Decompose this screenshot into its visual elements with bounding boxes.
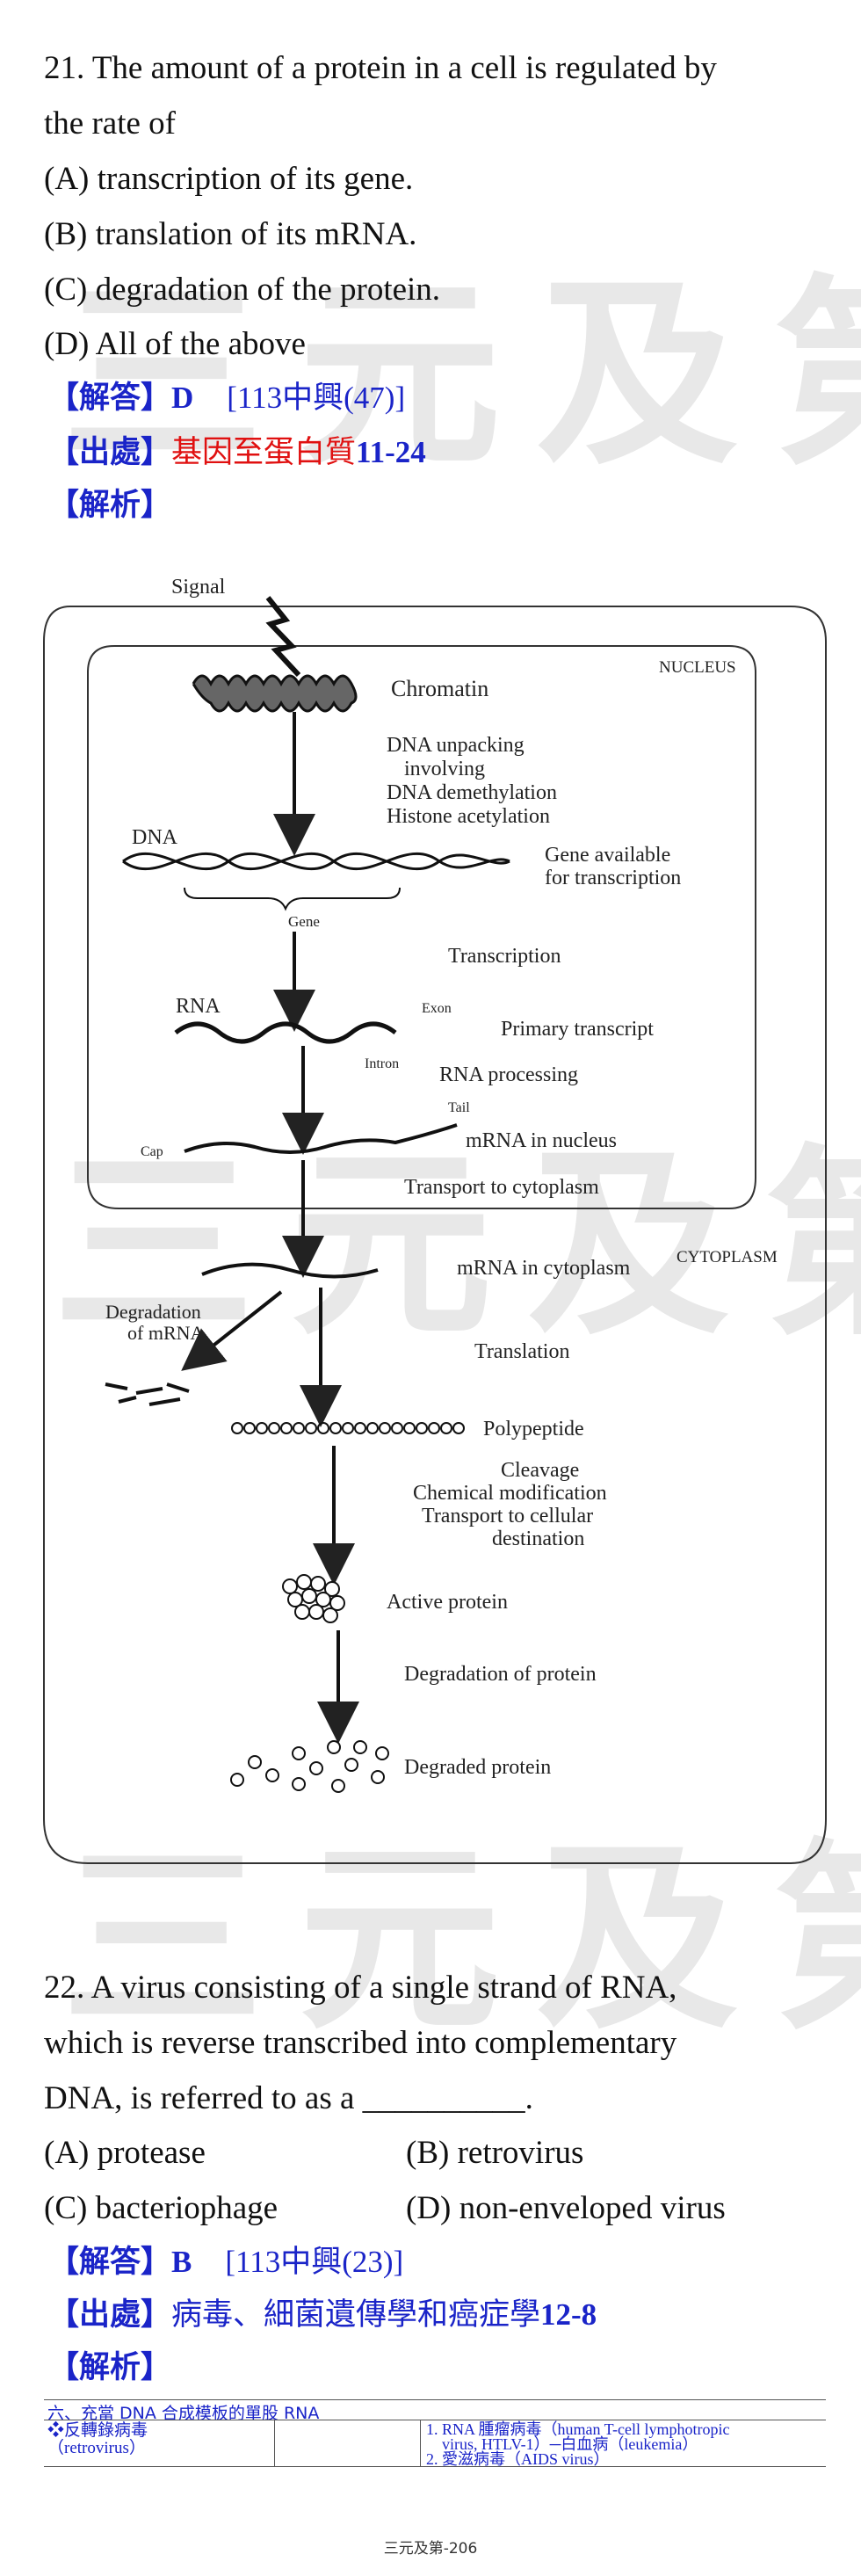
q22-answer: 【解答】B [113中興(23)] — [48, 2245, 403, 2280]
q21-answer-value: D — [171, 381, 194, 415]
q22-source-ref: 12-8 — [540, 2297, 597, 2332]
primary-transcript-icon — [174, 1021, 397, 1044]
q21-analysis-label: 【解析】 — [48, 488, 172, 523]
rna-label: RNA — [176, 995, 221, 1018]
q22-answer-ref: [113中興(23)] — [225, 2245, 404, 2279]
page-footer: 三元及第-206 — [383, 2540, 478, 2558]
tail-label: Tail — [448, 1100, 470, 1115]
virus-english: （retrovirus） — [47, 2439, 146, 2457]
degradation-mrna-1: Degradation — [105, 1301, 201, 1323]
cap-label: Cap — [141, 1144, 163, 1159]
arrow-degrade-mrna — [181, 1290, 283, 1371]
degradation-mrna-2: of mRNA — [127, 1322, 205, 1344]
signal-label: Signal — [171, 576, 226, 599]
cleavage-line-2: Chemical modification — [413, 1482, 607, 1505]
intron-label: Intron — [365, 1056, 399, 1071]
active-protein-icon — [282, 1574, 345, 1623]
q21-option-c: (C) degradation of the protein. — [44, 272, 441, 308]
q22-line-1: 22. A virus consisting of a single stran… — [44, 1970, 677, 2006]
q22-line-3: DNA, is referred to as a __________. — [44, 2080, 533, 2116]
gene-brace — [184, 887, 401, 911]
nucleus-label: NUCLEUS — [659, 658, 736, 677]
table-row: ❖反轉錄病毒 （retrovirus） 1. RNA 腫瘤病毒（human T-… — [44, 2420, 826, 2467]
q22-source-value: 病毒、細菌遺傳學和癌症學 — [171, 2297, 541, 2333]
degraded-mrna-icon — [105, 1382, 190, 1406]
q21-option-d: (D) All of the above — [44, 326, 306, 362]
q21-answer: 【解答】D [113中興(47)] — [48, 381, 405, 416]
polypeptide-icon — [231, 1422, 465, 1434]
mrna-cyto-label: mRNA in cytoplasm — [457, 1257, 631, 1280]
mrna-nucleus-icon — [184, 1123, 458, 1154]
q21-line-1: 21. The amount of a protein in a cell is… — [44, 50, 717, 86]
active-protein-label: Active protein — [387, 1591, 508, 1614]
exon-label: Exon — [422, 1001, 452, 1016]
gene-label: Gene — [288, 913, 320, 930]
transport-label: Transport to cytoplasm — [404, 1176, 599, 1199]
unpack-line-3: DNA demethylation — [387, 781, 557, 804]
gene-available-1: Gene available — [545, 844, 670, 867]
nucleus-envelope — [87, 645, 756, 1209]
q22-option-b: (B) retrovirus — [406, 2135, 584, 2171]
q22-answer-value: B — [171, 2245, 192, 2279]
mrna-nucleus-label: mRNA in nucleus — [466, 1129, 617, 1152]
translation-label: Translation — [474, 1340, 569, 1363]
chromatin-label: Chromatin — [391, 676, 488, 701]
table-divider-2 — [420, 2420, 421, 2467]
q22-analysis: 【解析】 — [48, 2350, 171, 2385]
processing-label: RNA processing — [439, 1063, 578, 1086]
table-cell-examples: 1. RNA 腫瘤病毒（human T-cell lymphotropic vi… — [426, 2420, 821, 2468]
unpack-line-1: DNA unpacking — [387, 734, 525, 757]
example-1: 1. RNA 腫瘤病毒（human T-cell lymphotropic — [426, 2420, 730, 2438]
mrna-cyto-icon — [201, 1262, 379, 1279]
q21-source-label: 【出處】 — [48, 435, 172, 470]
watermark-bottom: 三元及第 — [62, 1823, 861, 2057]
degraded-protein-icon — [230, 1740, 389, 1793]
gene-expression-diagram: Signal NUCLEUS CYTOPLASM Chromatin DNA u… — [43, 576, 827, 1864]
q21-source-value: 基因至蛋白質 — [171, 435, 357, 470]
q22-answer-label: 【解答】 — [48, 2245, 172, 2280]
example-2: 2. 愛滋病毒（AIDS virus） — [426, 2450, 610, 2468]
virus-name: ❖反轉錄病毒 — [47, 2421, 148, 2440]
q22-source-label: 【出處】 — [48, 2297, 172, 2333]
q22-line-2: which is reverse transcribed into comple… — [44, 2025, 677, 2061]
cleavage-line-3: Transport to cellular — [422, 1505, 593, 1527]
degraded-protein-label: Degraded protein — [404, 1756, 551, 1779]
table-header: 六、充當 DNA 合成模板的單股 RNA — [47, 2404, 320, 2423]
q22-option-d: (D) non-enveloped virus — [406, 2190, 726, 2226]
unpack-line-4: Histone acetylation — [387, 805, 550, 828]
gene-available-2: for transcription — [545, 867, 681, 889]
dna-helix-icon — [122, 852, 510, 871]
polypeptide-label: Polypeptide — [483, 1418, 584, 1440]
q21-source: 【出處】基因至蛋白質11-24 — [48, 435, 426, 470]
unpack-line-2: involving — [404, 758, 485, 780]
q21-option-a: (A) transcription of its gene. — [44, 161, 414, 197]
q21-answer-label: 【解答】 — [48, 381, 172, 416]
q21-analysis: 【解析】 — [48, 488, 171, 523]
signal-bolt-icon — [265, 596, 301, 678]
cleavage-line-4: destination — [492, 1527, 584, 1550]
chromatin-icon — [192, 674, 358, 713]
reference-table: 六、充當 DNA 合成模板的單股 RNA ❖反轉錄病毒 （retrovirus）… — [44, 2399, 826, 2467]
dna-label: DNA — [132, 826, 178, 849]
cytoplasm-label: CYTOPLASM — [676, 1248, 778, 1266]
watermark-top: 三元及第 — [62, 258, 861, 493]
table-cell-virus: ❖反轉錄病毒 （retrovirus） — [47, 2422, 276, 2457]
deg-protein-label: Degradation of protein — [404, 1663, 597, 1686]
q21-line-2: the rate of — [44, 105, 176, 141]
watermark-middle: 三元及第 — [53, 1128, 861, 1363]
q22-source: 【出處】病毒、細菌遺傳學和癌症學12-8 — [48, 2297, 597, 2333]
q22-analysis-label: 【解析】 — [48, 2350, 172, 2385]
q22-option-c: (C) bacteriophage — [44, 2190, 279, 2226]
example-1-cont: virus, HTLV-1）─白血病（leukemia） — [442, 2435, 698, 2453]
cleavage-line-1: Cleavage — [501, 1459, 579, 1482]
cell-membrane — [43, 606, 827, 1864]
table-divider-1 — [274, 2420, 275, 2467]
q21-source-ref: 11-24 — [356, 435, 426, 469]
primary-label: Primary transcript — [501, 1018, 654, 1041]
q21-option-b: (B) translation of its mRNA. — [44, 216, 417, 252]
q21-answer-ref: [113中興(47)] — [227, 381, 406, 415]
q22-option-a: (A) protease — [44, 2135, 206, 2171]
transcription-label: Transcription — [448, 945, 561, 968]
